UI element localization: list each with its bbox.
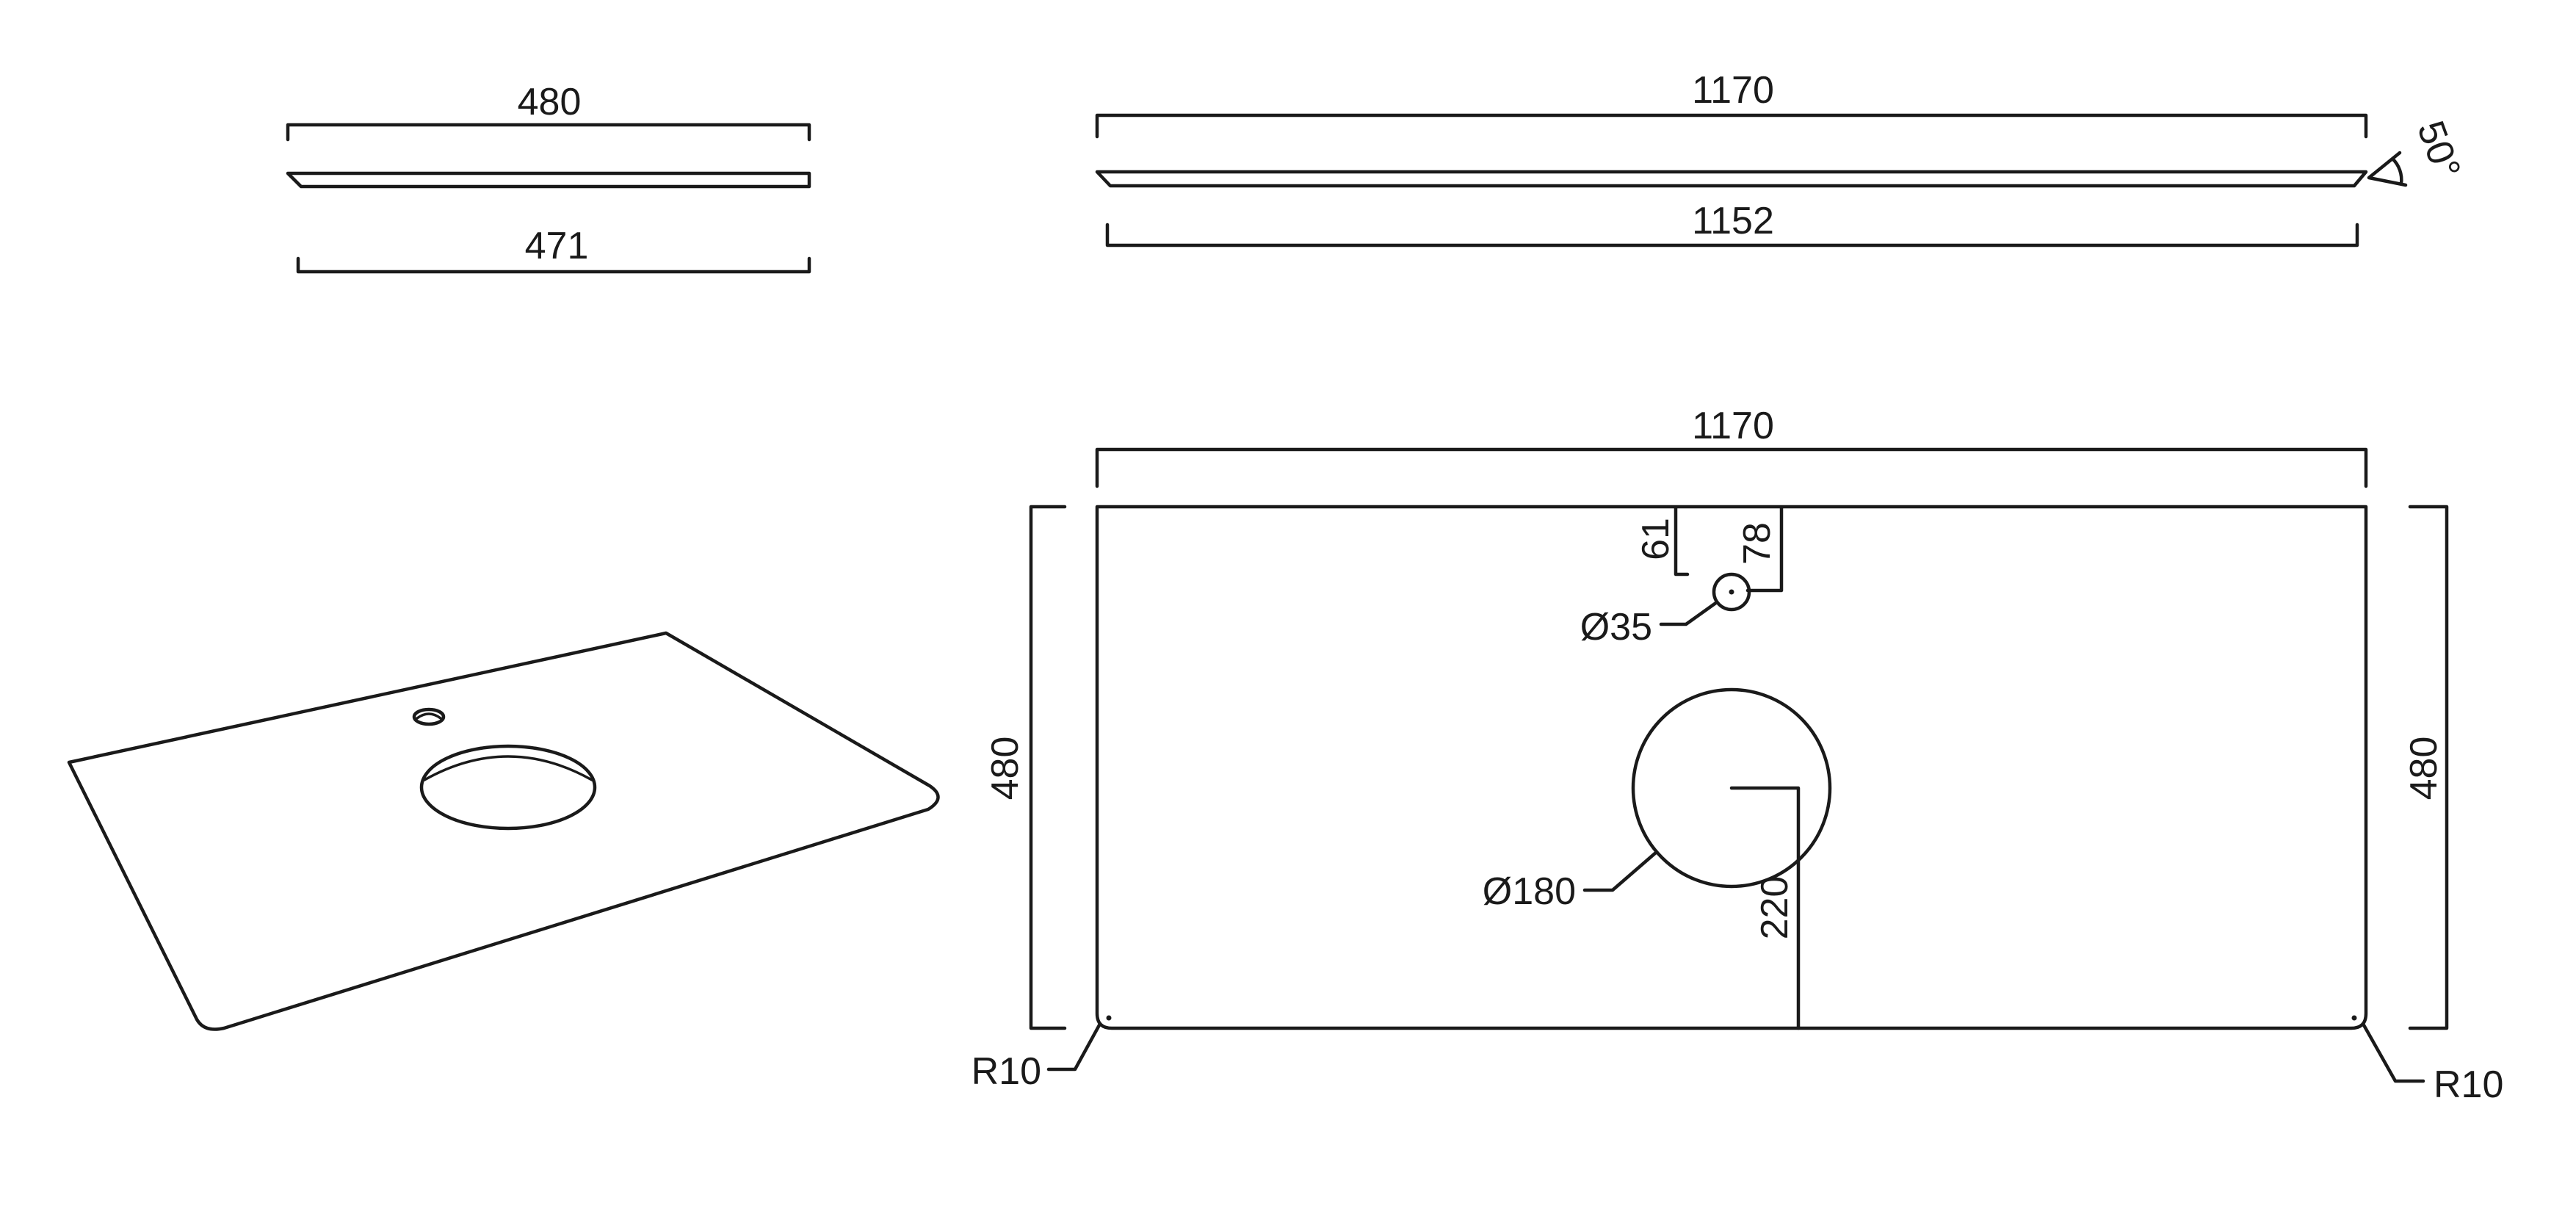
side-view-long-top-dimension-label: 1170 <box>1692 69 1774 112</box>
tap-hole-offset-61-line <box>1674 506 1690 577</box>
left-corner-radius-center <box>1106 1015 1112 1021</box>
side-view-long-top-dimension-line <box>1095 113 2368 139</box>
left-corner-radius-label: R10 <box>972 1050 1041 1093</box>
basin-diameter-leader <box>1582 850 1659 892</box>
plan-left-height-dimension-line <box>1029 505 1067 1030</box>
right-corner-radius-label: R10 <box>2434 1063 2503 1106</box>
side-view-short: 480 471 <box>286 81 811 274</box>
plan-right-height-dimension-label: 480 <box>2403 737 2445 801</box>
tap-hole-center <box>1729 589 1734 595</box>
isometric-tap-hole <box>412 707 446 726</box>
isometric-view <box>67 631 940 1031</box>
isometric-basin-rim <box>419 744 597 831</box>
plan-view: 1170 480 480 61 78 Ø35 220 Ø180 R10 R10 <box>972 405 2504 1106</box>
side-view-short-top-dimension-line <box>286 123 811 142</box>
tap-hole-offset-78-line <box>1745 506 1784 593</box>
basin-offset-220-label: 220 <box>1754 876 1796 940</box>
right-corner-radius-center <box>2351 1015 2357 1021</box>
plan-left-height-dimension-label: 480 <box>984 737 1027 801</box>
tap-hole-offset-61-label: 61 <box>1635 518 1677 560</box>
left-corner-radius-leader <box>1046 1022 1102 1072</box>
side-view-long-profile <box>1095 170 2368 188</box>
tap-hole <box>1712 572 1751 612</box>
isometric-basin-inner-edge <box>423 755 593 781</box>
side-view-long-bottom-dimension-line <box>1105 223 2359 248</box>
basin-offset-220-line <box>1729 786 1801 1030</box>
basin-cutout <box>1631 687 1832 889</box>
tap-hole-diameter-label: Ø35 <box>1580 606 1652 648</box>
plan-width-dimension-label: 1170 <box>1692 405 1774 447</box>
side-view-long-bottom-dimension-label: 1152 <box>1692 200 1774 242</box>
right-corner-radius-leader <box>2361 1022 2425 1083</box>
plan-width-dimension-line <box>1095 447 2368 488</box>
plan-right-height-dimension-line <box>2408 505 2449 1030</box>
side-view-short-top-dimension-label: 480 <box>518 81 582 123</box>
angle-label: 50° <box>2409 115 2468 184</box>
angle-indicator <box>2367 151 2408 187</box>
side-view-short-bottom-dimension-line <box>296 256 811 274</box>
tap-hole-diameter-leader <box>1659 600 1719 626</box>
tap-hole-offset-78-label: 78 <box>1736 522 1779 565</box>
isometric-tap-hole-inner-edge <box>416 712 442 720</box>
basin-diameter-label: Ø180 <box>1483 870 1576 913</box>
plan-countertop-outline <box>1095 505 2368 1030</box>
side-view-long: 1170 1152 50° <box>1095 69 2469 248</box>
side-view-short-bottom-dimension-label: 471 <box>525 225 589 267</box>
side-view-short-profile <box>286 171 811 189</box>
isometric-countertop-outline <box>67 631 940 1031</box>
